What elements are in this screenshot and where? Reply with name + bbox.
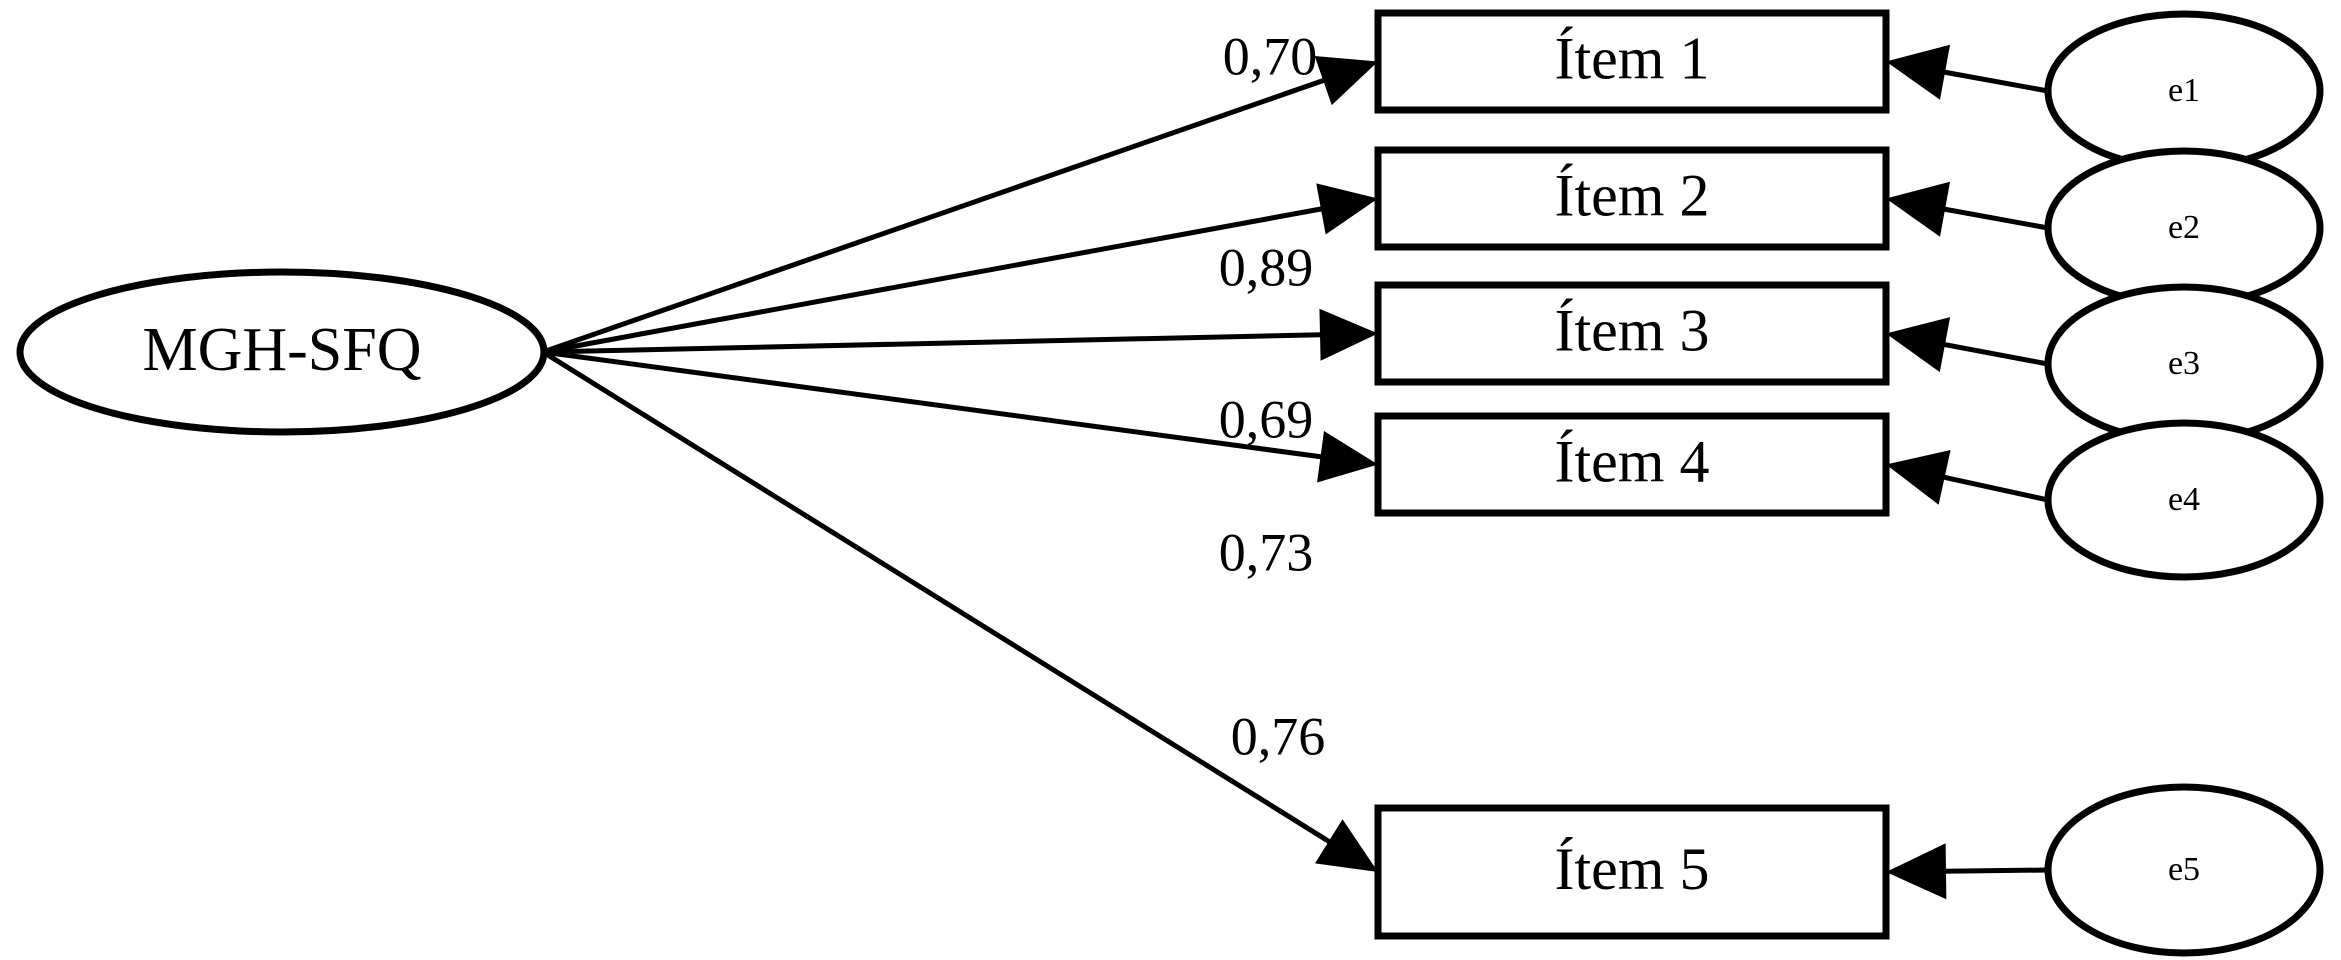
loading-value-item5: 0,76	[1231, 706, 1326, 766]
indicator-box-item3	[1374, 281, 1890, 386]
error-arrowhead-e5	[1886, 843, 1947, 900]
indicator-box-item2	[1374, 146, 1890, 251]
error-line-e4	[1933, 472, 2049, 503]
error-ellipse-e4	[2044, 419, 2324, 581]
loading-paths-group	[541, 56, 1378, 872]
error-path-e4[interactable]	[1886, 449, 2049, 505]
latent-variable-node[interactable]: MGH-SFQ	[16, 268, 548, 436]
loading-arrowhead-item1	[1314, 56, 1378, 106]
error-node-e5[interactable]: e5	[2044, 783, 2324, 957]
error-node-e1[interactable]: e1	[2044, 10, 2324, 172]
error-path-e2[interactable]	[1886, 181, 2049, 237]
error-line-e3	[1933, 340, 2049, 367]
loading-line-item4	[542, 349, 1339, 462]
error-arrowhead-e2	[1886, 181, 1951, 237]
error-node-e3[interactable]: e3	[2044, 283, 2324, 445]
loading-path-item1[interactable]	[542, 56, 1378, 355]
loading-arrowhead-item2	[1316, 183, 1378, 235]
error-label-e3: e3	[2168, 345, 2200, 382]
loading-value-item2: 0,89	[1219, 237, 1314, 297]
error-arrowhead-e1	[1886, 44, 1951, 100]
indicator-node-item2[interactable]: Ítem 2	[1374, 146, 1890, 251]
error-arrowhead-e3	[1886, 317, 1951, 373]
indicator-node-item4[interactable]: Ítem 4	[1374, 412, 1890, 517]
error-path-e3[interactable]	[1886, 317, 2049, 373]
loading-arrowhead-item5	[1315, 819, 1378, 872]
loading-path-item5[interactable]	[541, 349, 1378, 872]
indicator-boxes-group: Ítem 1 Ítem 2 Ítem 3 Ítem 4 Ítem 5	[1374, 9, 1890, 940]
error-label-e5: e5	[2168, 851, 2200, 888]
indicator-label-item2: Ítem 2	[1555, 162, 1710, 228]
error-paths-group	[1886, 44, 2049, 900]
loading-path-item2[interactable]	[542, 183, 1378, 355]
indicator-label-item4: Ítem 4	[1555, 428, 1710, 494]
error-ellipse-e5	[2044, 783, 2324, 957]
loading-line-item1	[542, 72, 1342, 355]
indicator-label-item3: Ítem 3	[1555, 297, 1710, 363]
error-label-e4: e4	[2168, 481, 2200, 518]
error-line-e5	[1933, 867, 2049, 874]
indicator-box-item1	[1374, 9, 1890, 114]
loading-path-item3[interactable]	[542, 308, 1378, 361]
indicator-label-item5: Ítem 5	[1555, 836, 1710, 902]
error-node-e2[interactable]: e2	[2044, 147, 2324, 309]
loading-line-item5	[541, 349, 1346, 853]
indicator-node-item1[interactable]: Ítem 1	[1374, 9, 1890, 114]
error-line-e2	[1933, 204, 2049, 231]
loading-line-item3	[542, 331, 1339, 355]
error-terms-group: e1 e2 e3 e4 e5	[2044, 10, 2324, 957]
loading-line-item2	[542, 203, 1340, 355]
loading-labels-group: 0,70 0,89 0,69 0,73 0,76	[1219, 26, 1326, 766]
indicator-node-item5[interactable]: Ítem 5	[1374, 804, 1890, 940]
error-label-e1: e1	[2168, 72, 2200, 109]
loading-value-item3: 0,69	[1219, 389, 1314, 449]
loading-path-item4[interactable]	[542, 349, 1378, 483]
indicator-node-item3[interactable]: Ítem 3	[1374, 281, 1890, 386]
loading-arrowhead-item3	[1319, 308, 1378, 361]
latent-variable-label: MGH-SFQ	[142, 316, 421, 384]
indicator-box-item5	[1374, 804, 1890, 940]
error-path-e5[interactable]	[1886, 843, 2049, 900]
loading-value-item1: 0,70	[1223, 26, 1318, 86]
error-node-e4[interactable]: e4	[2044, 419, 2324, 581]
loading-arrowhead-item4	[1317, 430, 1378, 483]
error-arrowhead-e4	[1886, 449, 1951, 505]
error-label-e2: e2	[2168, 209, 2200, 246]
loading-value-item4: 0,73	[1219, 522, 1314, 582]
error-path-e1[interactable]	[1886, 44, 2049, 100]
indicator-label-item1: Ítem 1	[1555, 25, 1710, 91]
indicator-box-item4	[1374, 412, 1890, 517]
error-line-e1	[1933, 67, 2049, 94]
